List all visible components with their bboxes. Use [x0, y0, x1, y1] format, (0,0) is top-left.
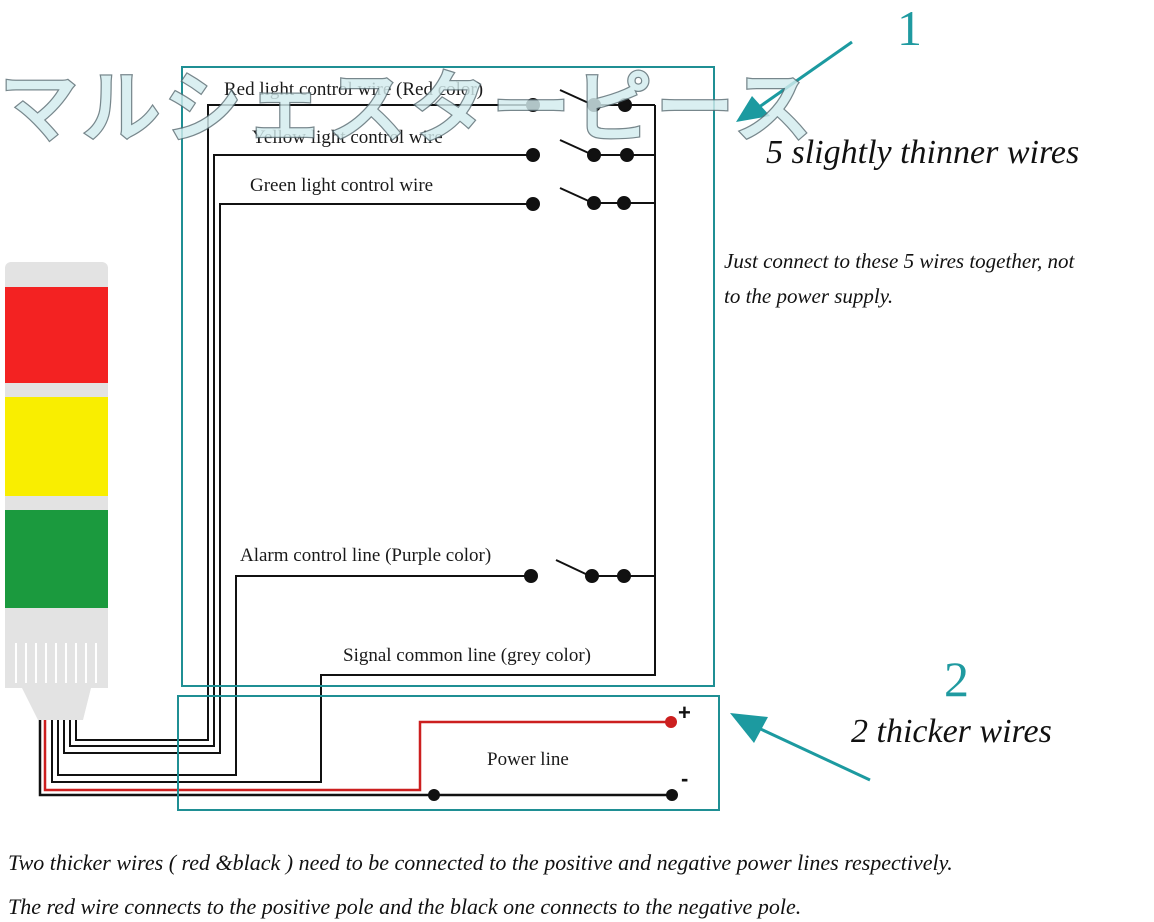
- plus-sign: +: [678, 700, 691, 725]
- tower-base-ribs: [15, 643, 97, 683]
- switch-green: [526, 187, 655, 211]
- signal-common-label: Signal common line (grey color): [343, 645, 591, 666]
- callout-2-arrow: [751, 723, 871, 782]
- power-positive-wire: [43, 720, 671, 792]
- switch-red: [526, 89, 655, 112]
- arrow-head-icon: [730, 713, 768, 743]
- alarm-line-label: Alarm control line (Purple color): [240, 545, 491, 566]
- yellow-control-wire: [69, 154, 530, 747]
- callout-1-arrow: [751, 40, 853, 114]
- tower-separator: [5, 496, 108, 510]
- green-wire-label: Green light control wire: [250, 175, 433, 196]
- switch-yellow: [526, 139, 655, 162]
- group-1-box: [181, 66, 715, 687]
- footer-line-2: The red wire connects to the positive po…: [8, 894, 801, 919]
- callout-1: 1 5 slightly thinner wires Just connect …: [724, 0, 1079, 308]
- switch-alarm: [524, 559, 655, 583]
- callout-1-note-line1: Just connect to these 5 wires together, …: [724, 249, 1075, 273]
- wire-harness: [38, 104, 672, 797]
- signal-common-wire: [51, 105, 656, 783]
- tower-yellow-lamp: [5, 397, 108, 496]
- tower-cap: [5, 262, 108, 292]
- alarm-control-wire: [57, 575, 530, 776]
- callout-1-note-line2: to the power supply.: [724, 284, 893, 308]
- watermark: マルシェスターピース: [0, 64, 816, 154]
- callout-2: 2 2 thicker wires: [730, 651, 1052, 782]
- tower-green-lamp: [5, 510, 108, 608]
- callout-1-number: 1: [897, 0, 922, 56]
- minus-sign: -: [681, 766, 688, 791]
- red-control-wire: [75, 104, 530, 741]
- green-control-wire: [63, 203, 530, 754]
- callout-2-text: 2 thicker wires: [851, 713, 1052, 750]
- signal-tower-light: [5, 262, 108, 720]
- power-line-label: Power line: [487, 749, 569, 770]
- power-negative-wire: [38, 720, 672, 797]
- tower-connector: [22, 688, 91, 720]
- group-2-box: [177, 695, 720, 811]
- yellow-wire-label: Yellow light control wire: [252, 127, 443, 148]
- negative-junction: [428, 789, 440, 801]
- negative-terminal: [666, 789, 678, 801]
- arrow-head-icon: [736, 96, 770, 122]
- callout-1-text: 5 slightly thinner wires: [766, 134, 1079, 171]
- positive-terminal: [665, 716, 677, 728]
- red-wire-label: Red light control wire (Red color): [224, 79, 483, 100]
- tower-red-lamp: [5, 287, 108, 383]
- tower-separator: [5, 383, 108, 397]
- footer-line-1: Two thicker wires ( red &black ) need to…: [8, 850, 953, 875]
- callout-2-number: 2: [944, 651, 969, 707]
